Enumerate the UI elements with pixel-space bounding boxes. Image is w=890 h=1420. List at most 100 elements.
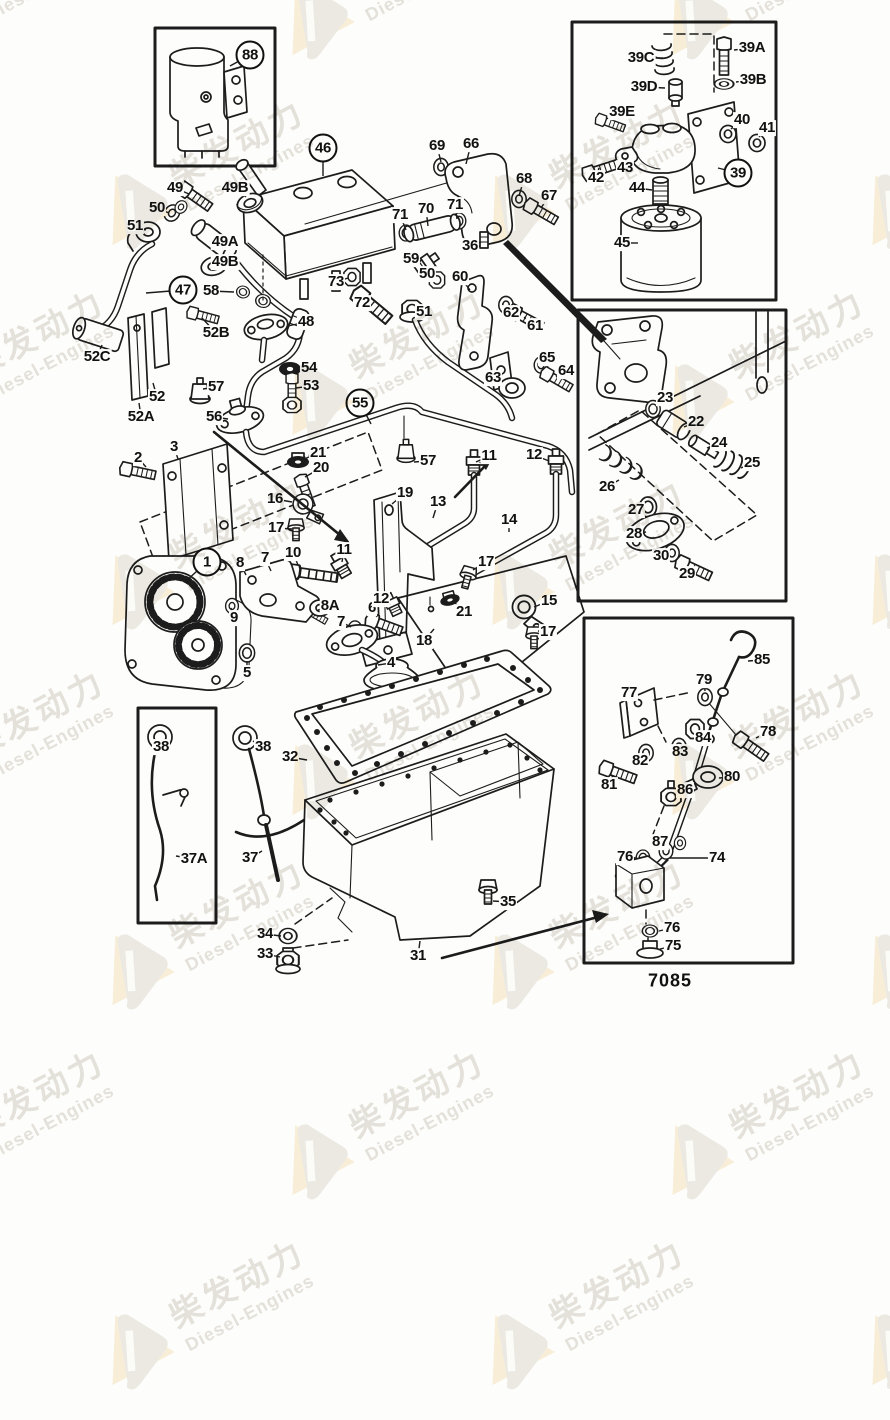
part-label-20: 20 bbox=[311, 459, 331, 477]
part-label-39E: 39E bbox=[608, 103, 636, 121]
part-label-23: 23 bbox=[655, 389, 675, 407]
part-label-39C: 39C bbox=[626, 49, 656, 67]
part-label-39D: 39D bbox=[629, 78, 659, 96]
part-label-19: 19 bbox=[395, 484, 415, 502]
part-label-33: 33 bbox=[255, 945, 275, 963]
part-label-43: 43 bbox=[615, 159, 635, 177]
part-label-10: 10 bbox=[283, 544, 303, 562]
part-label-31: 31 bbox=[408, 947, 428, 965]
part-label-29: 29 bbox=[677, 565, 697, 583]
part-label-83: 83 bbox=[670, 743, 690, 761]
part-label-54: 54 bbox=[299, 359, 319, 377]
part-oil-filter-assembly bbox=[579, 33, 766, 293]
part-label-13: 13 bbox=[428, 493, 448, 511]
part-label-63: 63 bbox=[483, 369, 503, 387]
part-label-57: 57 bbox=[206, 378, 226, 396]
part-label-73: 73 bbox=[326, 273, 346, 291]
part-label-38: 38 bbox=[253, 738, 273, 756]
part-label-11: 11 bbox=[480, 447, 498, 465]
part-label-66: 66 bbox=[461, 135, 481, 153]
part-label-17: 17 bbox=[538, 623, 558, 641]
part-label-49B: 49B bbox=[210, 253, 240, 271]
part-label-87: 87 bbox=[650, 833, 670, 851]
part-label-51: 51 bbox=[125, 217, 145, 235]
part-label-74: 74 bbox=[707, 849, 727, 867]
part-label-35: 35 bbox=[498, 893, 518, 911]
part-label-86: 86 bbox=[675, 781, 695, 799]
part-label-55: 55 bbox=[345, 388, 375, 418]
part-label-80: 80 bbox=[722, 768, 742, 786]
part-valve-cover-46 bbox=[235, 158, 451, 300]
part-label-21: 21 bbox=[454, 603, 474, 621]
part-label-85: 85 bbox=[752, 651, 772, 669]
part-label-41: 41 bbox=[757, 119, 777, 137]
part-label-32: 32 bbox=[280, 748, 300, 766]
part-label-67: 67 bbox=[539, 187, 559, 205]
part-label-36: 36 bbox=[460, 237, 480, 255]
part-label-15: 15 bbox=[539, 592, 559, 610]
part-label-24: 24 bbox=[709, 434, 729, 452]
part-label-3: 3 bbox=[168, 438, 180, 456]
part-dipstick-37 bbox=[232, 725, 280, 882]
part-label-79: 79 bbox=[694, 671, 714, 689]
part-label-8: 8 bbox=[234, 554, 246, 572]
part-label-40: 40 bbox=[732, 111, 752, 129]
part-label-62: 62 bbox=[501, 304, 521, 322]
part-label-42: 42 bbox=[586, 169, 606, 187]
part-label-46: 46 bbox=[308, 133, 338, 163]
part-label-37: 37 bbox=[240, 849, 260, 867]
part-label-60: 60 bbox=[450, 268, 470, 286]
part-label-45: 45 bbox=[612, 234, 632, 252]
part-label-22: 22 bbox=[686, 413, 706, 431]
part-label-58: 58 bbox=[201, 282, 221, 300]
part-label-48: 48 bbox=[296, 313, 316, 331]
part-label-64: 64 bbox=[556, 362, 576, 380]
part-label-18: 18 bbox=[414, 632, 434, 650]
part-label-47: 47 bbox=[168, 275, 198, 305]
part-label-49B: 49B bbox=[220, 179, 250, 197]
part-label-2: 2 bbox=[132, 449, 144, 467]
part-label-52B: 52B bbox=[201, 324, 231, 342]
part-label-7: 7 bbox=[259, 549, 271, 567]
leader-arrow-to-relief-valve bbox=[503, 240, 607, 343]
inset-box-88 bbox=[153, 26, 277, 168]
part-label-21: 21 bbox=[308, 444, 328, 462]
inset-box-dipstick-tube bbox=[582, 616, 795, 965]
part-label-49A: 49A bbox=[210, 233, 240, 251]
part-label-9: 9 bbox=[228, 609, 240, 627]
part-label-39: 39 bbox=[723, 158, 753, 188]
part-label-26: 26 bbox=[597, 478, 617, 496]
part-label-5: 5 bbox=[241, 664, 253, 682]
part-label-12: 12 bbox=[371, 590, 391, 608]
part-label-7: 7 bbox=[335, 613, 347, 631]
part-label-52C: 52C bbox=[82, 348, 112, 366]
part-label-56: 56 bbox=[204, 408, 224, 426]
part-label-51: 51 bbox=[414, 303, 434, 321]
part-label-71: 71 bbox=[390, 206, 410, 224]
figure-number-7085: 7085 bbox=[646, 970, 694, 991]
part-label-78: 78 bbox=[758, 723, 778, 741]
part-label-28: 28 bbox=[624, 525, 644, 543]
part-label-14: 14 bbox=[499, 511, 519, 529]
part-label-4: 4 bbox=[385, 654, 397, 672]
part-label-50: 50 bbox=[417, 265, 437, 283]
part-label-49: 49 bbox=[165, 179, 185, 197]
part-label-8A: 8A bbox=[319, 597, 341, 615]
part-label-70: 70 bbox=[416, 200, 436, 218]
part-label-52A: 52A bbox=[126, 408, 156, 426]
part-label-39A: 39A bbox=[737, 39, 767, 57]
part-label-53: 53 bbox=[301, 377, 321, 395]
part-label-37A: 37A bbox=[179, 850, 209, 868]
part-label-17: 17 bbox=[476, 553, 496, 571]
part-label-71: 71 bbox=[445, 196, 465, 214]
part-label-27: 27 bbox=[626, 501, 646, 519]
part-label-76: 76 bbox=[662, 919, 682, 937]
part-label-38: 38 bbox=[151, 738, 171, 756]
part-label-39B: 39B bbox=[738, 71, 768, 89]
part-label-72: 72 bbox=[352, 294, 372, 312]
part-label-34: 34 bbox=[255, 925, 275, 943]
part-label-84: 84 bbox=[693, 729, 713, 747]
part-label-65: 65 bbox=[537, 349, 557, 367]
part-label-1: 1 bbox=[192, 547, 222, 577]
